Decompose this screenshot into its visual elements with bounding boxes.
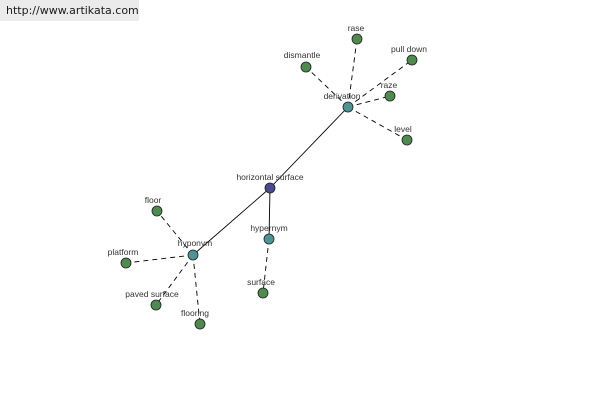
node-label-hypernym: hypernym <box>250 223 287 233</box>
node-label-hyponym: hyponym <box>178 238 213 248</box>
node-paved-surface[interactable]: paved surface <box>125 289 179 311</box>
node-circle-floor[interactable] <box>151 205 163 217</box>
node-label-dismantle: dismantle <box>284 50 321 60</box>
node-label-pull-down: pull down <box>391 44 427 54</box>
node-surface[interactable]: surface <box>247 277 275 299</box>
node-flooring[interactable]: flooring <box>181 308 209 330</box>
node-horizontal-surface[interactable]: horizontal surface <box>236 172 304 194</box>
node-label-level: level <box>394 124 412 134</box>
node-circle-platform[interactable] <box>120 257 132 269</box>
node-circle-paved-surface[interactable] <box>150 299 162 311</box>
edge-horizontal-surface-derivation <box>269 106 349 189</box>
node-circle-rase[interactable] <box>351 33 363 45</box>
source-url[interactable]: http://www.artikata.com <box>0 0 139 21</box>
edge-hyponym-flooring <box>192 254 201 325</box>
edge-hyponym-floor <box>156 210 194 256</box>
edge-hypernym-surface <box>262 238 270 294</box>
node-label-derivation: derivation <box>324 91 361 101</box>
node-circle-level[interactable] <box>401 134 413 146</box>
edge-derivation-level <box>347 106 408 141</box>
node-floor[interactable]: floor <box>145 195 163 217</box>
edge-derivation-pull-down <box>347 59 413 108</box>
node-label-flooring: flooring <box>181 308 209 318</box>
node-platform[interactable]: platform <box>108 247 139 269</box>
node-circle-horizontal-surface[interactable] <box>264 182 276 194</box>
edge-hyponym-platform <box>125 254 194 264</box>
node-label-surface: surface <box>247 277 275 287</box>
node-circle-pull-down[interactable] <box>406 54 418 66</box>
node-circle-derivation[interactable] <box>342 101 354 113</box>
node-dismantle[interactable]: dismantle <box>284 50 321 73</box>
node-label-raze: raze <box>381 80 398 90</box>
node-circle-raze[interactable] <box>384 90 396 102</box>
node-circle-flooring[interactable] <box>194 318 206 330</box>
node-raze[interactable]: raze <box>381 80 398 102</box>
node-circle-hyponym[interactable] <box>187 249 199 261</box>
node-hypernym[interactable]: hypernym <box>250 223 288 245</box>
node-circle-surface[interactable] <box>257 287 269 299</box>
node-rase[interactable]: rase <box>348 23 365 45</box>
node-circle-hypernym[interactable] <box>263 233 275 245</box>
edge-derivation-dismantle <box>305 66 349 108</box>
edge-hyponym-paved-surface <box>155 254 194 306</box>
node-derivation[interactable]: derivation <box>324 91 361 113</box>
node-label-paved-surface: paved surface <box>125 289 179 299</box>
node-circle-dismantle[interactable] <box>300 61 312 73</box>
node-label-horizontal-surface: horizontal surface <box>236 172 303 182</box>
edge-derivation-raze <box>347 95 391 108</box>
node-label-platform: platform <box>108 247 139 257</box>
node-level[interactable]: level <box>394 124 413 146</box>
edge-derivation-rase <box>347 38 358 108</box>
edge-horizontal-surface-hypernym <box>268 187 271 240</box>
node-label-floor: floor <box>145 195 162 205</box>
node-hyponym[interactable]: hyponym <box>178 238 213 261</box>
node-pull-down[interactable]: pull down <box>391 44 427 66</box>
node-label-rase: rase <box>348 23 365 33</box>
edge-horizontal-surface-hyponym <box>192 187 271 256</box>
